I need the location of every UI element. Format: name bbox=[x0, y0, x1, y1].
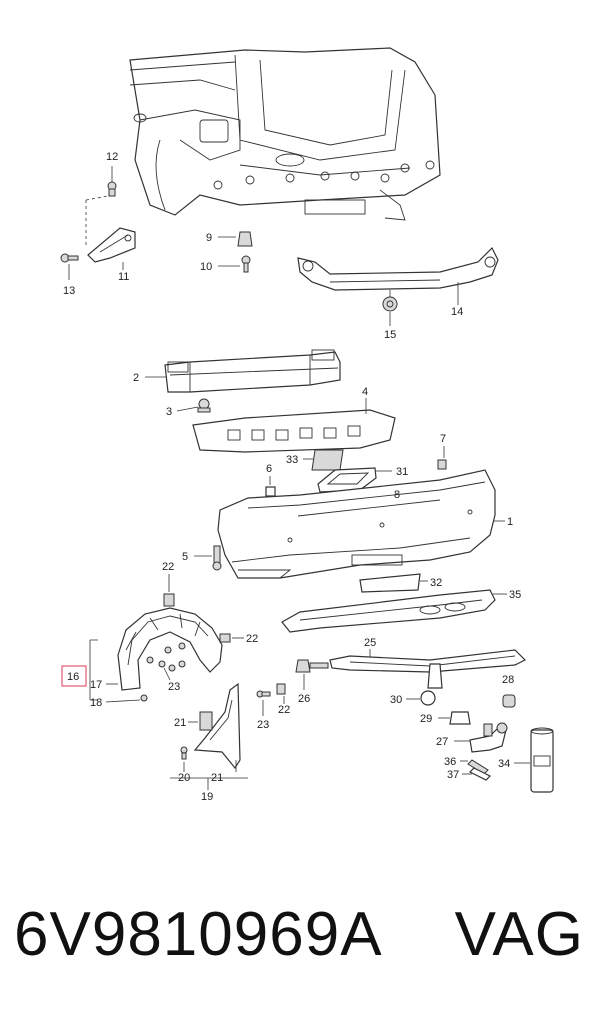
callout-22-upper: 22 bbox=[162, 561, 174, 573]
callout-9: 9 bbox=[206, 232, 212, 244]
parts-diagram: 12 11 13 9 10 14 15 2 3 4 7 6 33 31 8 1 … bbox=[60, 47, 554, 803]
screw-10 bbox=[241, 255, 251, 273]
screw-12 bbox=[107, 181, 117, 197]
callout-27: 27 bbox=[436, 736, 448, 748]
callout-3: 3 bbox=[166, 406, 172, 418]
callout-25: 25 bbox=[364, 637, 376, 649]
screw-20 bbox=[180, 746, 188, 760]
clip-6 bbox=[265, 486, 276, 497]
callout-13: 13 bbox=[63, 285, 75, 297]
callout-16: 16 bbox=[67, 671, 79, 683]
brand-label: VAG bbox=[454, 900, 584, 969]
callout-36: 36 bbox=[444, 756, 456, 768]
bracket-21 bbox=[199, 711, 213, 731]
towbar-25 bbox=[329, 649, 527, 689]
screw-3 bbox=[197, 398, 211, 413]
caption: 6V9810969A VAG bbox=[0, 890, 600, 990]
diffuser-35 bbox=[281, 589, 496, 633]
clip-9 bbox=[237, 231, 253, 247]
nut-15 bbox=[382, 296, 398, 312]
callout-22-right: 22 bbox=[246, 633, 258, 645]
bracket-11 bbox=[87, 227, 136, 263]
clip-37 bbox=[468, 767, 492, 781]
callout-14: 14 bbox=[451, 306, 463, 318]
reflector-33 bbox=[311, 449, 344, 471]
callout-28: 28 bbox=[502, 674, 514, 686]
wheel-liner-16 bbox=[117, 607, 223, 691]
ball-hitch-27 bbox=[469, 722, 508, 753]
callout-30: 30 bbox=[390, 694, 402, 706]
highlight-box-16 bbox=[61, 665, 87, 687]
absorber-4 bbox=[192, 409, 396, 453]
screw-5 bbox=[212, 545, 222, 571]
cap-28 bbox=[502, 694, 516, 708]
callout-32: 32 bbox=[430, 577, 442, 589]
callout-35: 35 bbox=[509, 589, 521, 601]
callout-5: 5 bbox=[182, 551, 188, 563]
clip-22-upper bbox=[163, 593, 175, 607]
callout-11: 11 bbox=[118, 271, 129, 283]
callout-6: 6 bbox=[266, 463, 272, 475]
callout-31: 31 bbox=[396, 466, 408, 478]
clip-7 bbox=[437, 459, 447, 470]
callout-23-lower: 23 bbox=[257, 719, 269, 731]
callout-17: 17 bbox=[90, 679, 102, 691]
callout-22-lower: 22 bbox=[278, 704, 290, 716]
callout-15: 15 bbox=[384, 329, 396, 341]
callout-26: 26 bbox=[298, 693, 310, 705]
callout-37: 37 bbox=[447, 769, 459, 781]
callout-2: 2 bbox=[133, 372, 139, 384]
callout-18: 18 bbox=[90, 697, 102, 709]
callout-20: 20 bbox=[178, 772, 190, 784]
car-body-rear bbox=[129, 47, 441, 221]
callout-23-upper: 23 bbox=[168, 681, 180, 693]
callout-33: 33 bbox=[286, 454, 298, 466]
cover-30 bbox=[420, 690, 436, 706]
cover-31 bbox=[317, 467, 377, 493]
screw-23-lower bbox=[256, 690, 271, 698]
mudflap bbox=[193, 682, 241, 770]
callout-21-upper: 21 bbox=[174, 717, 186, 729]
reinforcement-2 bbox=[164, 349, 341, 393]
clip-22-lower bbox=[276, 683, 286, 695]
callout-10: 10 bbox=[200, 261, 212, 273]
part-number: 6V9810969A bbox=[14, 900, 383, 969]
bumper-cover-1 bbox=[217, 469, 496, 579]
socket-29 bbox=[449, 711, 471, 725]
callout-12: 12 bbox=[106, 151, 118, 163]
clip-22-right bbox=[219, 633, 231, 643]
callout-7: 7 bbox=[440, 433, 446, 445]
screw-18 bbox=[140, 694, 148, 702]
callout-8: 8 bbox=[394, 489, 400, 501]
trim-32 bbox=[359, 573, 421, 593]
callout-19: 19 bbox=[201, 791, 213, 803]
screws-23-set bbox=[146, 642, 186, 672]
screw-26 bbox=[295, 659, 329, 673]
spray-can-34 bbox=[530, 727, 554, 793]
callout-4: 4 bbox=[362, 386, 368, 398]
crossmember-14 bbox=[297, 246, 499, 291]
callout-29: 29 bbox=[420, 713, 432, 725]
screw-13 bbox=[60, 253, 79, 263]
callout-34: 34 bbox=[498, 758, 510, 770]
callout-1: 1 bbox=[507, 516, 513, 528]
callout-21-lower: 21 bbox=[211, 772, 223, 784]
